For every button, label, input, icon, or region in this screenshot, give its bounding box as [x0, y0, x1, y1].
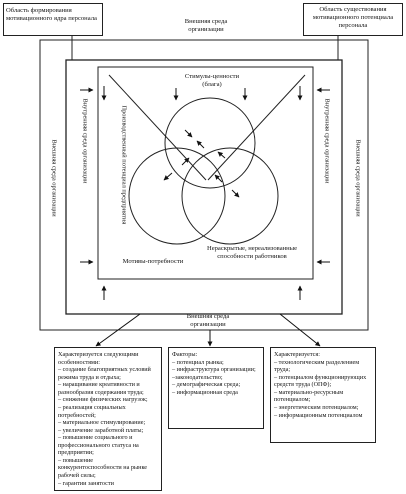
inner-arrow-2 — [196, 140, 205, 149]
corner-right-text: Область существования мотивационного пот… — [312, 6, 394, 29]
list-item: – повышение социального и профессиональн… — [58, 434, 139, 457]
corner-box-right: Область существования мотивационного пот… — [303, 3, 403, 36]
arrow-to-left-box — [95, 313, 141, 347]
corner-left-text: Область формирования мотивационного ядра… — [6, 7, 97, 22]
box-left-list: – создание благоприятных условий режима … — [58, 366, 158, 487]
circle-bottom-right-label: Нераскрытые, нереализованные способности… — [206, 245, 298, 260]
circle-top-label: Стимулы-ценности (блага) — [184, 73, 240, 88]
outer-env-left-label: Внешняя среда организации — [50, 139, 58, 217]
inner-arrow-5 — [217, 151, 226, 159]
list-item: – энергетическим потенциалом; — [274, 403, 359, 411]
list-item: – инфраструктура организации; — [172, 366, 256, 374]
inner-arrow-6 — [231, 189, 240, 198]
list-item: – демографическая среда; — [172, 381, 241, 389]
inner-env-right-label: Внутренняя среда организации — [323, 98, 331, 184]
diagonal-right — [207, 74, 306, 181]
corner-box-left: Область формирования мотивационного ядра… — [3, 3, 103, 36]
circle-motives — [128, 147, 226, 245]
box-middle-list: – потенциал рынка; – инфраструктура орга… — [172, 359, 260, 397]
production-potential-label: Производственный потенциал предприятия — [120, 105, 128, 225]
circle-stimuli — [164, 97, 256, 189]
box-left: Характеризуется следующими особенностями… — [54, 347, 162, 491]
list-item: – потенциалом функционирующих средств тр… — [274, 373, 367, 389]
diagonal-left — [108, 74, 207, 181]
circle-abilities — [181, 147, 279, 245]
outer-env-bottom-label: Внешняя среда организации — [186, 313, 230, 328]
list-item: – реализация социальных потребностей; — [58, 403, 126, 419]
inner-env-left-label: Внутренняя среда организации — [81, 98, 89, 184]
inner-arrow-3 — [163, 172, 173, 181]
list-item: – информационная среда — [172, 388, 238, 396]
box-middle: Факторы: – потенциал рынка; – инфраструк… — [168, 347, 264, 429]
list-item: – наращивание креативности и разнообрази… — [58, 381, 144, 396]
box-right-title: Характеризуется: — [274, 351, 320, 358]
inner-arrow-4 — [181, 157, 190, 166]
list-item: – повышение конкурентоспособности на рын… — [58, 456, 148, 479]
middle-frame — [65, 59, 343, 315]
list-item: – информационным потенциалом — [274, 411, 363, 419]
arrow-to-right-box — [279, 313, 321, 347]
list-item: – потенциал рынка; — [172, 358, 224, 366]
list-item: – снижение физических нагрузок; — [58, 396, 148, 404]
inner-arrow-7 — [214, 174, 223, 183]
circle-bottom-left-label: Мотивы-потребности — [122, 258, 184, 265]
list-item: – технологическим разделением труда; — [274, 358, 360, 374]
inner-arrow-1 — [184, 129, 193, 138]
outer-env-top-label: Внешняя среда организации — [184, 18, 228, 33]
list-item: – материальное стимулирование; — [58, 419, 146, 427]
box-left-title: Характеризуется следующими особенностями… — [58, 351, 139, 366]
list-item: –законодательство; — [172, 373, 223, 381]
outer-frame — [39, 39, 369, 331]
list-item: – создание благоприятных условий режима … — [58, 366, 151, 381]
list-item: – гарантии занятости — [58, 479, 114, 487]
box-right: Характеризуется: – технологическим разде… — [270, 347, 376, 443]
inner-frame — [97, 66, 314, 280]
box-middle-title: Факторы: — [172, 351, 198, 358]
list-item: – материально-ресурсным потенциалом; — [274, 388, 344, 404]
outer-env-right-label: Внешняя среда организации — [354, 139, 362, 217]
box-right-list: – технологическим разделением труда; – п… — [274, 359, 372, 420]
list-item: – увеличение заработной платы; — [58, 426, 144, 434]
